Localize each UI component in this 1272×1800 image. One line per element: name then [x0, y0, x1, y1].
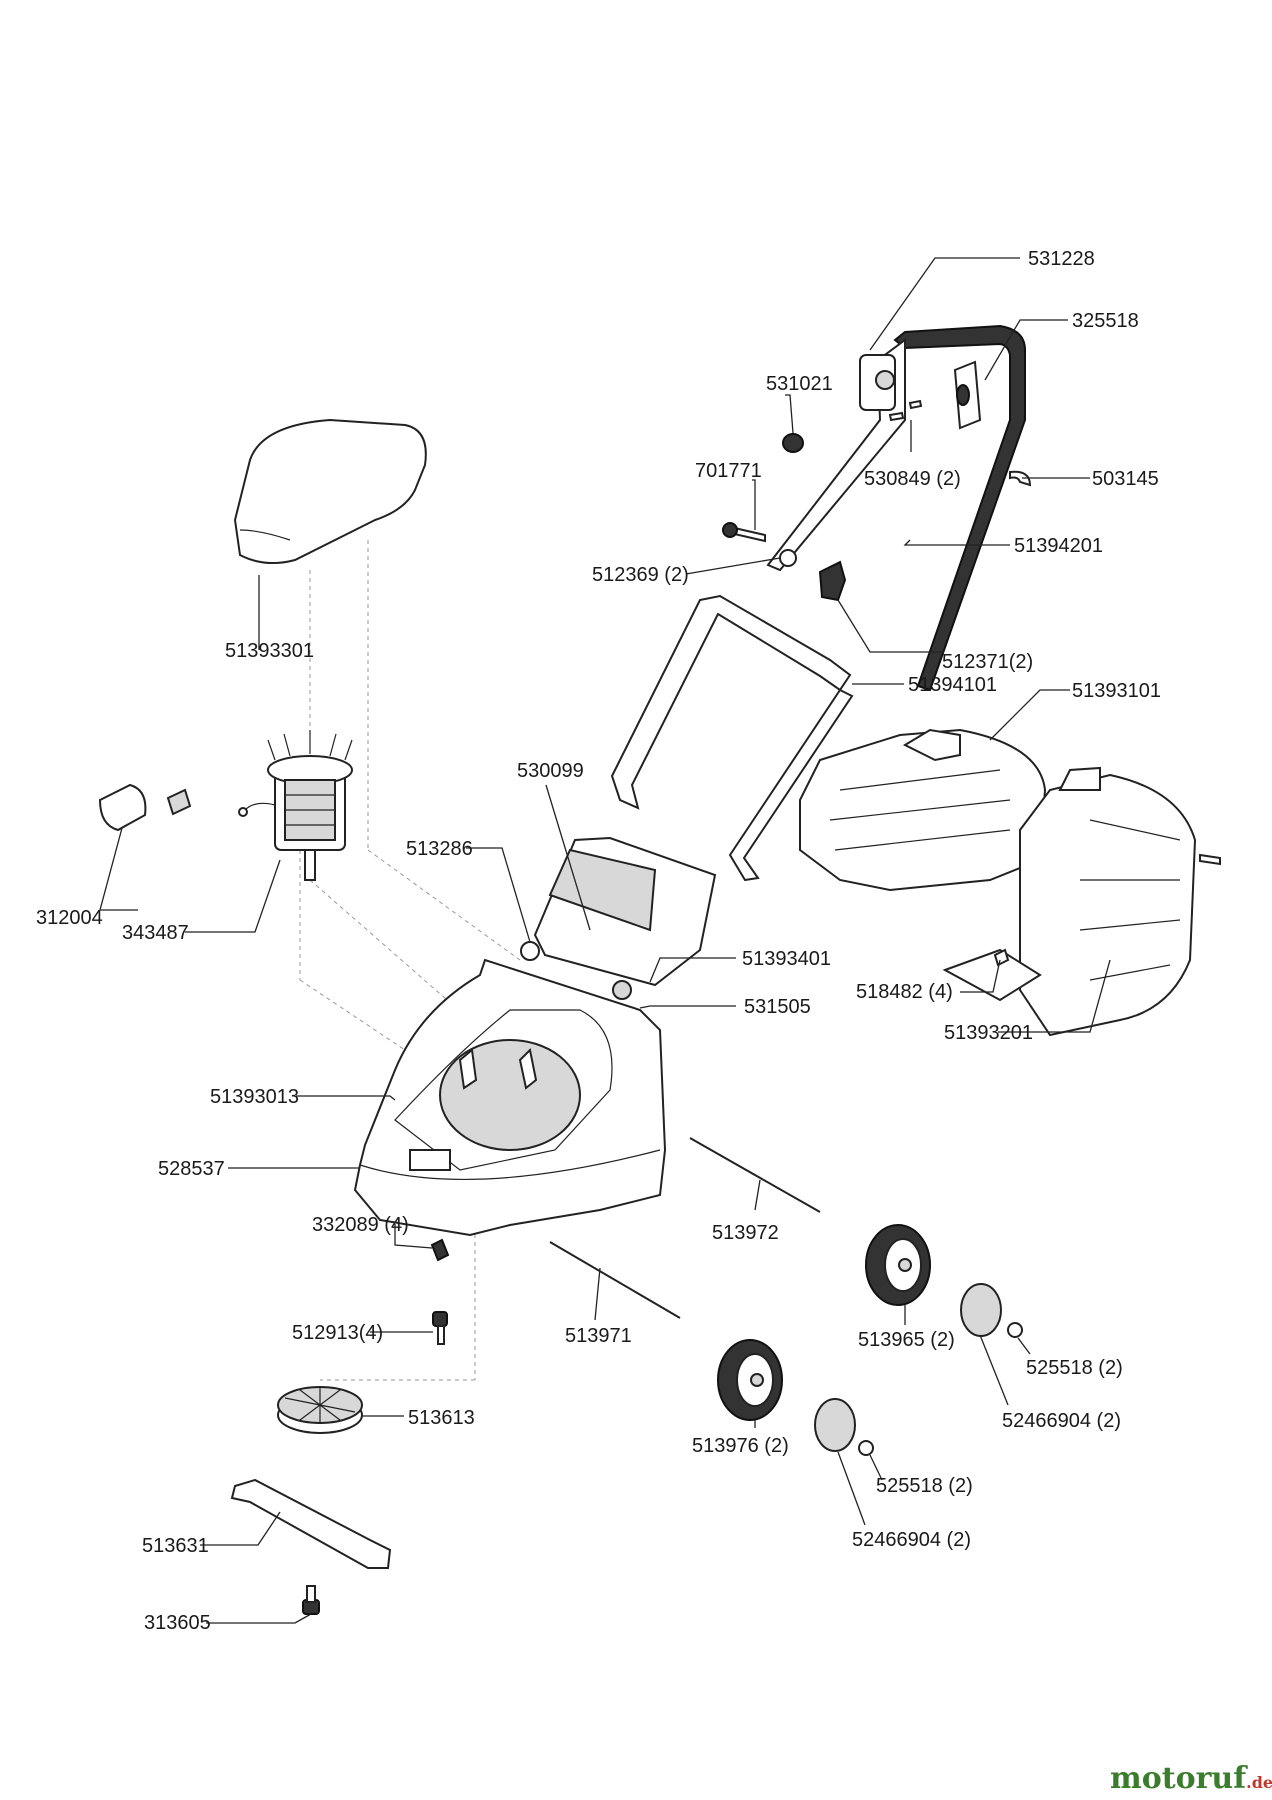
- deck-hardware: [430, 1238, 450, 1345]
- brand-suffix: .de: [1246, 1773, 1272, 1792]
- label-525518a: 525518 (2): [1026, 1357, 1123, 1379]
- front-wheel: [717, 1339, 874, 1456]
- blade-bolt: [302, 1585, 320, 1615]
- label-531021: 531021: [766, 373, 833, 395]
- part-labels: 531228 325518 531021 701771 530849 (2) 5…: [36, 248, 1161, 1634]
- label-531228: 531228: [1028, 248, 1095, 270]
- grass-box-lower: [942, 766, 1197, 1037]
- label-512369: 512369 (2): [592, 564, 689, 586]
- svg-text:motoruf.de: motoruf.de: [1110, 1761, 1272, 1796]
- label-52466904b: 52466904 (2): [852, 1529, 971, 1551]
- blade: [230, 1478, 392, 1569]
- fan: [277, 1386, 363, 1434]
- label-325518: 325518: [1072, 310, 1139, 332]
- motor-cover: [233, 418, 427, 565]
- label-52466904a: 52466904 (2): [1002, 1410, 1121, 1432]
- label-530099: 530099: [517, 760, 584, 782]
- label-503145: 503145: [1092, 468, 1159, 490]
- grass-box-hardware: [993, 853, 1221, 967]
- label-51394101: 51394101: [908, 674, 997, 696]
- label-513976: 513976 (2): [692, 1435, 789, 1457]
- label-701771: 701771: [695, 460, 762, 482]
- label-513971: 513971: [565, 1325, 632, 1347]
- label-525518b: 525518 (2): [876, 1475, 973, 1497]
- label-51393401: 51393401: [742, 948, 831, 970]
- label-51393013: 51393013: [210, 1086, 299, 1108]
- rear-flap: [520, 836, 717, 1000]
- label-530849: 530849 (2): [864, 468, 961, 490]
- label-51393101: 51393101: [1072, 680, 1161, 702]
- label-51393201: 51393201: [944, 1022, 1033, 1044]
- label-51393301: 51393301: [225, 640, 314, 662]
- label-528537: 528537: [158, 1158, 225, 1180]
- label-518482: 518482 (4): [856, 981, 953, 1003]
- leader-lines: [99, 257, 1111, 1624]
- brand-name: motoruf: [1110, 1761, 1248, 1796]
- label-312004: 312004: [36, 907, 103, 929]
- brand-logo: motoruf.de: [1110, 1761, 1272, 1796]
- grass-box-upper: [799, 728, 1047, 892]
- axles: [549, 1137, 821, 1319]
- label-513972: 513972: [712, 1222, 779, 1244]
- rear-wheel: [865, 1224, 1023, 1338]
- lower-handle: [610, 594, 854, 882]
- label-512371: 512371(2): [942, 651, 1033, 673]
- label-531505: 531505: [744, 996, 811, 1018]
- label-512913: 512913(4): [292, 1322, 383, 1344]
- mower-deck: [353, 958, 667, 1237]
- label-513965: 513965 (2): [858, 1329, 955, 1351]
- label-313605: 313605: [144, 1612, 211, 1634]
- label-513286: 513286: [406, 838, 473, 860]
- label-332089: 332089 (4): [312, 1214, 409, 1236]
- handle-hardware: [722, 399, 1032, 602]
- label-513631: 513631: [142, 1535, 209, 1557]
- upper-handle: [766, 324, 1026, 692]
- label-513613: 513613: [408, 1407, 475, 1429]
- motor: [98, 730, 353, 881]
- label-51394201: 51394201: [1014, 535, 1103, 557]
- label-343487: 343487: [122, 922, 189, 944]
